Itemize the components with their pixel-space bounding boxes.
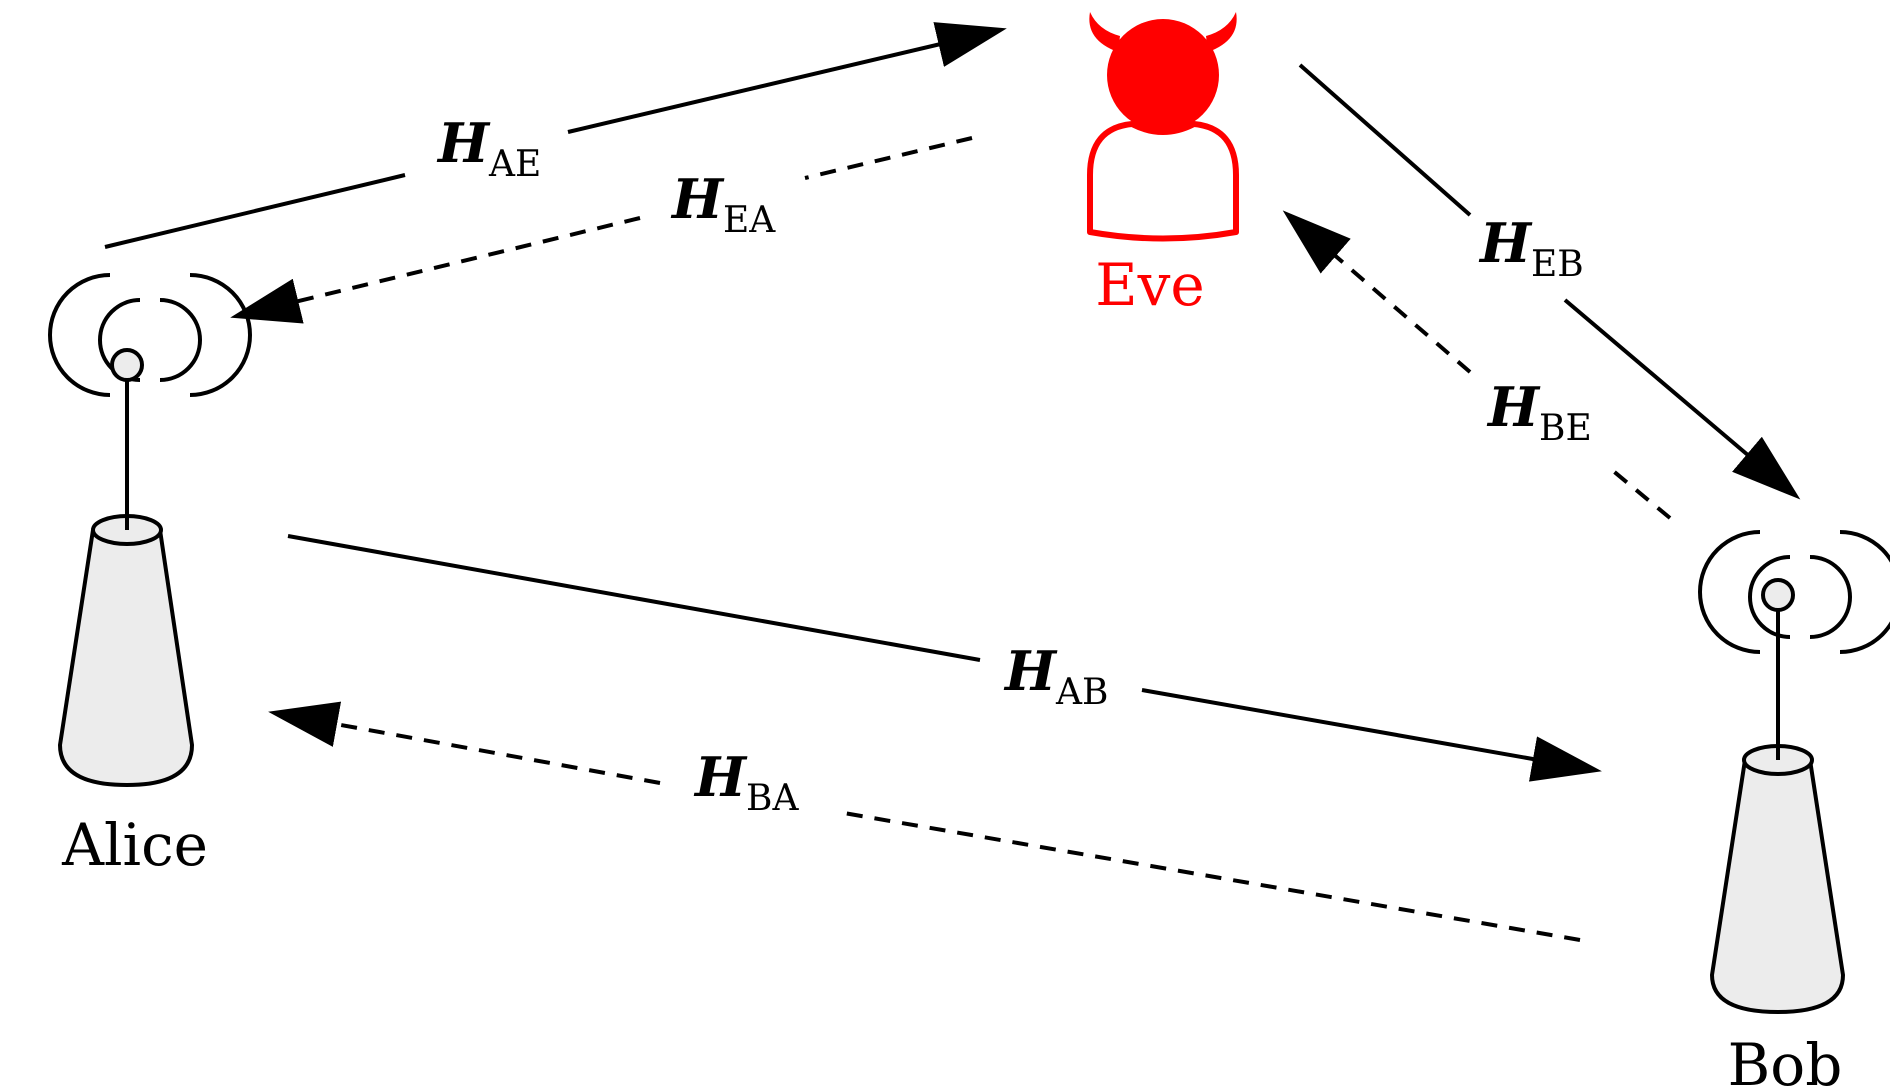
link-ba-segment-2 [268,701,661,785]
alice-antenna-icon [48,273,252,788]
link-ab-segment-1 [287,534,981,662]
link-eb-segment-1 [1298,63,1472,217]
channel-label-be: HBE [1486,375,1592,449]
link-eb-segment-2 [1563,298,1801,500]
eve-label: Eve [1095,251,1204,319]
channel-label-ae: HAE [436,111,541,185]
bob-label: Bob [1728,1031,1843,1087]
channel-label-ab: HAB [1003,639,1108,713]
link-ab-segment-2 [1141,688,1602,782]
link-be-segment-2 [1282,210,1472,374]
link-ae-segment-2 [567,22,1007,134]
alice-label: Alice [61,811,208,879]
link-ea-segment-1 [804,136,973,180]
link-ae-segment-1 [104,173,406,249]
channel-label-ba: HBA [693,745,799,819]
link-be-segment-1 [1610,468,1672,520]
channel-label-ea: HEA [670,167,776,241]
bob-antenna-icon [1698,530,1890,1015]
channel-label-eb: HEB [1478,211,1584,285]
eve-devil-icon [1087,12,1239,242]
link-ba-segment-1 [837,810,1581,942]
link-ea-segment-2 [230,216,641,324]
